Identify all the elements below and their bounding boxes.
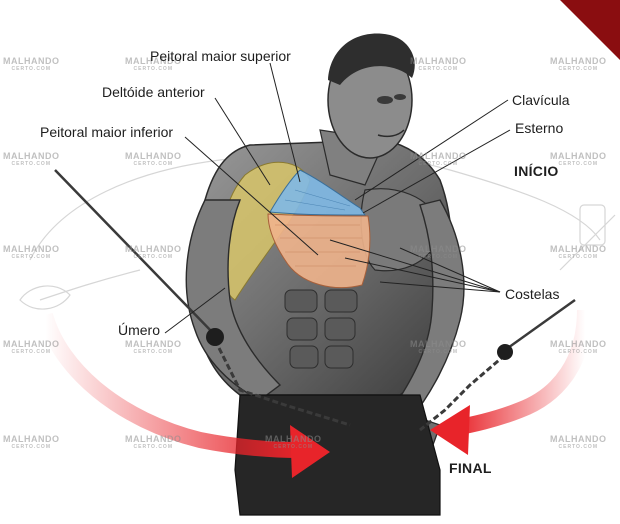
leader-lines [164,62,511,334]
label-umero: Úmero [118,322,161,338]
label-peitoral-maior-superior: Peitoral maior superior [150,48,291,64]
label-clavicula: Clavícula [512,92,570,108]
corner-ribbon [560,0,620,60]
label-costelas: Costelas [505,286,560,302]
label-esterno: Esterno [515,120,564,136]
head [319,33,415,186]
arrow-left-head [290,425,330,478]
shorts [234,394,441,516]
label-inicio: INÍCIO [514,163,559,179]
cables [54,169,576,432]
label-deltoide-anterior: Deltóide anterior [102,84,205,100]
movement-arrows [37,309,593,478]
arrow-right-head [430,405,470,455]
muscle-highlights [219,161,371,301]
label-final: FINAL [449,460,492,476]
label-peitoral-maior-inferior: Peitoral maior inferior [40,124,174,140]
